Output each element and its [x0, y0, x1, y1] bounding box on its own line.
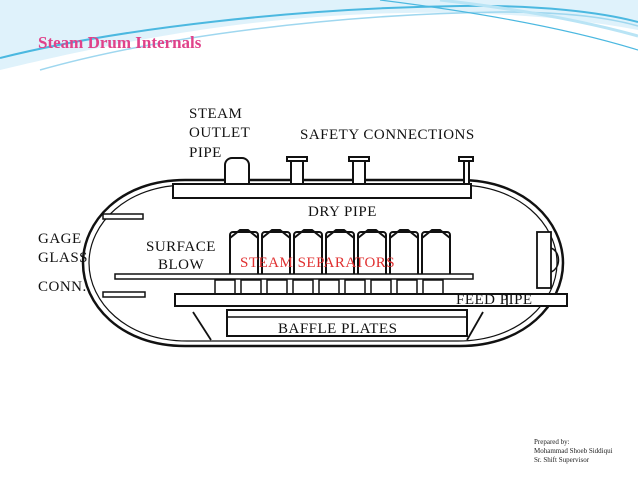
header-swoosh — [0, 0, 638, 71]
safety-connection-1 — [286, 156, 308, 186]
label-steam-outlet-3: PIPE — [189, 145, 222, 161]
label-gage-3: CONN. — [38, 279, 87, 295]
credit-line-3: Sr. Shift Supervisor — [534, 456, 590, 464]
gage-glass-conn-bottom — [102, 291, 146, 298]
label-dry-pipe: DRY PIPE — [308, 204, 377, 220]
steam-drum-figure — [75, 152, 575, 386]
credit-line-2: Mohammad Shoeb Siddiqui — [534, 447, 613, 455]
end-fitting — [536, 231, 552, 289]
credit-line-1: Prepared by: — [534, 438, 570, 446]
label-gage-2: GLASS — [38, 250, 89, 266]
credit-block: Prepared by: Mohammad Shoeb Siddiqui Sr.… — [534, 438, 613, 465]
label-steam-separators: STEAM SEPARATORS — [240, 255, 396, 271]
gage-glass-conn-top — [102, 213, 144, 220]
label-baffle-plates: BAFFLE PLATES — [278, 321, 398, 337]
drum-shell-outer — [81, 178, 565, 348]
steam-separators — [229, 229, 451, 279]
label-feed-pipe: FEED PIPE — [456, 292, 533, 308]
separator-bases — [214, 279, 444, 295]
safety-connection-2 — [348, 156, 370, 186]
label-safety-connections: SAFETY CONNECTIONS — [300, 127, 475, 143]
steam-drum-diagram — [81, 156, 568, 348]
slide-title: Steam Drum Internals — [38, 33, 202, 52]
dry-pipe — [172, 183, 472, 199]
drum-shell-inner — [88, 184, 558, 342]
baffle-plates — [226, 309, 468, 337]
label-surface-blow-2: BLOW — [158, 257, 205, 273]
label-surface-blow-1: SURFACE — [146, 239, 216, 255]
label-gage-1: GAGE — [38, 231, 82, 247]
label-steam-outlet-1: STEAM — [189, 106, 243, 122]
label-steam-outlet-2: OUTLET — [189, 125, 251, 141]
feed-pipe — [174, 293, 568, 307]
surface-blow-line — [114, 273, 474, 280]
